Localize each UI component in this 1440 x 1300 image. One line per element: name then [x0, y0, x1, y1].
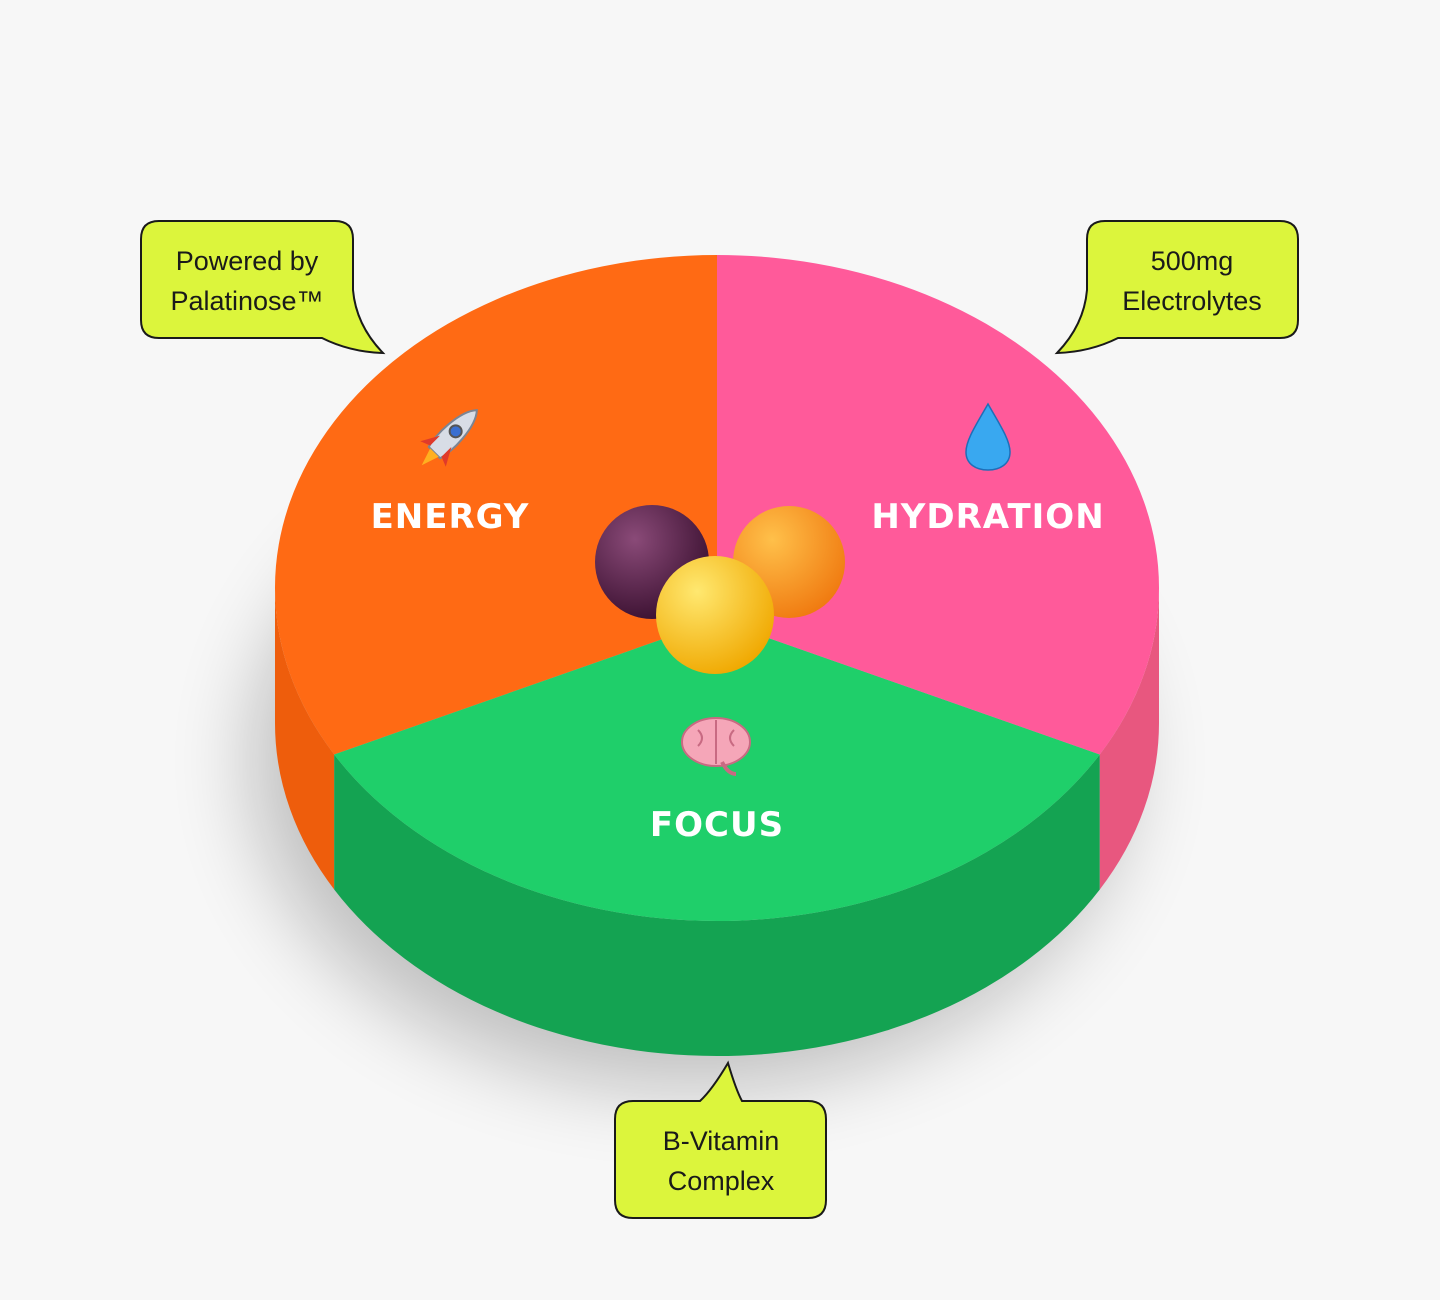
callout-hydration: 500mg Electrolytes [1054, 220, 1299, 355]
slice-side-focus [334, 754, 1100, 1057]
svg-text:Electrolytes: Electrolytes [1122, 286, 1262, 316]
callout-energy: Powered by Palatinose™ [140, 220, 386, 355]
svg-text:500mg: 500mg [1151, 246, 1234, 276]
pie-sides [275, 588, 1159, 1057]
svg-text:B-Vitamin: B-Vitamin [663, 1126, 780, 1156]
rocket-icon [420, 409, 478, 467]
svg-text:Complex: Complex [668, 1166, 775, 1196]
slice-label-focus: FOCUS [650, 805, 784, 845]
droplet-icon [965, 402, 1011, 471]
slice-side-hydration [1099, 588, 1159, 890]
slice-side-energy [275, 588, 335, 890]
brain-icon [681, 717, 751, 776]
slice-label-hydration: HYDRATION [871, 497, 1104, 537]
callout-focus: B-Vitamin Complex [614, 1060, 827, 1219]
slice-focus [334, 620, 1100, 922]
svg-text:Powered by: Powered by [176, 246, 319, 276]
candy-yellow [656, 556, 774, 674]
svg-text:Palatinose™: Palatinose™ [170, 286, 323, 316]
pie-slices [274, 254, 1160, 922]
slice-energy [274, 255, 717, 755]
slice-hydration [717, 254, 1160, 755]
slice-label-energy: ENERGY [371, 497, 530, 537]
